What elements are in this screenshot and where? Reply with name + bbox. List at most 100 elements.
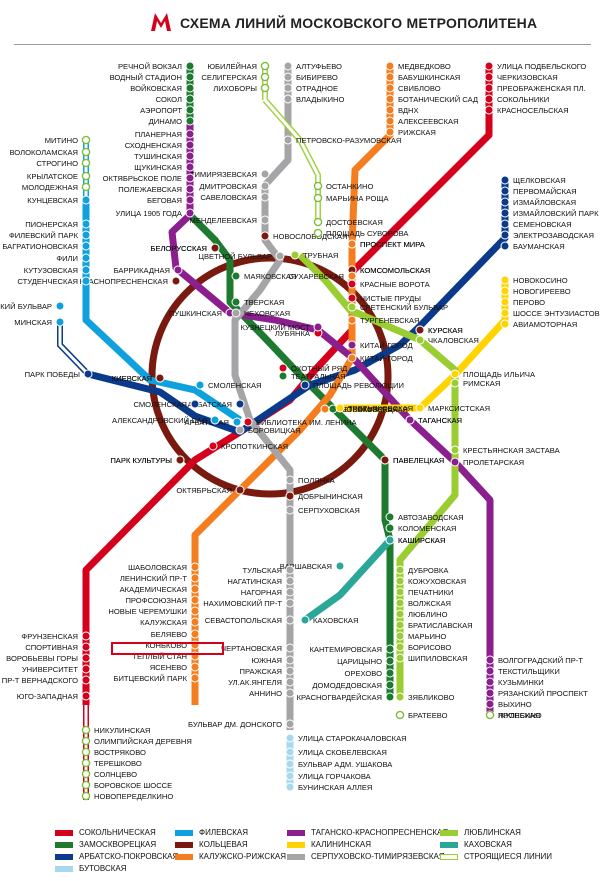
station-node-ser-6[interactable] — [260, 181, 270, 191]
station-node-ser-15[interactable] — [285, 576, 295, 586]
station-node-con-15[interactable] — [81, 758, 91, 768]
station-node-zam-9[interactable] — [278, 371, 288, 381]
station-node-sok-9[interactable] — [278, 363, 288, 373]
station-node-con-12[interactable] — [81, 725, 91, 735]
station-node-tag-0[interactable] — [185, 129, 195, 139]
station-node-zam-2[interactable] — [185, 83, 195, 93]
station-node-but-1[interactable] — [285, 747, 295, 757]
station-node-sok-11[interactable] — [208, 441, 218, 451]
station-node-kal-2[interactable] — [385, 83, 395, 93]
station-node-arb-0[interactable] — [500, 175, 510, 185]
station-node-tag-11[interactable] — [347, 340, 357, 350]
station-node-sok-13[interactable] — [81, 631, 91, 641]
station-node-lub-14[interactable] — [395, 692, 405, 702]
station-node-tag-3[interactable] — [185, 162, 195, 172]
station-node-lub-5[interactable] — [395, 565, 405, 575]
station-node-lub-10[interactable] — [395, 620, 405, 630]
station-node-arb-10[interactable] — [190, 399, 200, 409]
station-node-fil-4[interactable] — [81, 253, 91, 263]
station-node-but-3[interactable] — [285, 771, 295, 781]
station-node-tag-15[interactable] — [485, 666, 495, 676]
station-node-sok-7[interactable] — [347, 293, 357, 303]
station-node-kal-8[interactable] — [347, 271, 357, 281]
station-node-zam-1[interactable] — [185, 72, 195, 82]
station-node-kin-1[interactable] — [500, 286, 510, 296]
station-node-ser-18[interactable] — [285, 615, 295, 625]
station-node-kah-2[interactable] — [300, 615, 310, 625]
station-node-kal-4[interactable] — [385, 105, 395, 115]
station-node-arb-5[interactable] — [500, 230, 510, 240]
station-node-zam-18[interactable] — [385, 680, 395, 690]
station-node-lub-3[interactable] — [450, 378, 460, 388]
station-node-zam-16[interactable] — [385, 656, 395, 666]
station-node-fil-11[interactable] — [55, 301, 65, 311]
station-node-ser-10[interactable] — [231, 308, 241, 318]
station-node-fil-2[interactable] — [81, 230, 91, 240]
station-node-kal-15[interactable] — [190, 595, 200, 605]
station-node-lub-6[interactable] — [395, 576, 405, 586]
station-node-kol-11[interactable] — [210, 243, 220, 253]
station-node-arb-2[interactable] — [500, 197, 510, 207]
station-node-ser-21[interactable] — [285, 666, 295, 676]
station-node-ser-3[interactable] — [283, 94, 293, 104]
station-node-tag-2[interactable] — [185, 151, 195, 161]
station-node-tag-12[interactable] — [405, 415, 415, 425]
station-node-kal-18[interactable] — [190, 629, 200, 639]
station-node-ser-14[interactable] — [285, 565, 295, 575]
station-nodes[interactable] — [55, 61, 510, 801]
station-node-con-1[interactable] — [81, 147, 91, 157]
station-node-zam-8[interactable] — [231, 297, 241, 307]
station-node-sok-15[interactable] — [81, 653, 91, 663]
station-node-tag-5[interactable] — [185, 184, 195, 194]
station-node-kol-5[interactable] — [380, 455, 390, 465]
station-node-fil-10[interactable] — [55, 317, 65, 327]
station-node-but-4[interactable] — [285, 782, 295, 792]
station-node-con-16[interactable] — [81, 769, 91, 779]
station-node-sok-17[interactable] — [81, 675, 91, 685]
station-node-sok-1[interactable] — [484, 72, 494, 82]
station-node-fil-5[interactable] — [81, 265, 91, 275]
station-node-ser-19[interactable] — [285, 643, 295, 653]
station-node-kal-13[interactable] — [190, 573, 200, 583]
station-node-con-18[interactable] — [81, 791, 91, 801]
station-node-lub-12[interactable] — [395, 642, 405, 652]
station-node-con-13[interactable] — [81, 736, 91, 746]
station-node-kah-0[interactable] — [385, 535, 395, 545]
station-node-con-4[interactable] — [81, 182, 91, 192]
station-node-ser-23[interactable] — [285, 688, 295, 698]
station-node-kal-0[interactable] — [385, 61, 395, 71]
station-node-ser-17[interactable] — [285, 598, 295, 608]
station-node-kin-5[interactable] — [450, 369, 460, 379]
station-node-kal-16[interactable] — [190, 606, 200, 616]
station-node-fil-8[interactable] — [232, 417, 242, 427]
station-node-fil-3[interactable] — [81, 241, 91, 251]
station-node-tag-14[interactable] — [485, 655, 495, 665]
station-node-lub-13[interactable] — [395, 653, 405, 663]
station-node-fil-0[interactable] — [81, 195, 91, 205]
station-node-ser-9[interactable] — [275, 251, 285, 261]
station-node-con-3[interactable] — [81, 171, 91, 181]
station-node-tag-17[interactable] — [485, 688, 495, 698]
station-node-kol-10[interactable] — [171, 276, 181, 286]
station-node-kal-11[interactable] — [320, 404, 330, 414]
station-node-zam-4[interactable] — [185, 105, 195, 115]
station-node-zam-5[interactable] — [185, 116, 195, 126]
station-node-zam-15[interactable] — [385, 644, 395, 654]
station-node-tag-10[interactable] — [313, 322, 323, 332]
station-node-con-2[interactable] — [81, 158, 91, 168]
station-node-kal-6[interactable] — [385, 127, 395, 137]
station-node-ser-24[interactable] — [285, 719, 295, 729]
station-node-zam-13[interactable] — [385, 523, 395, 533]
station-node-kol-3[interactable] — [415, 325, 425, 335]
station-node-lub-1[interactable] — [347, 302, 357, 312]
station-node-ser-7[interactable] — [260, 192, 270, 202]
station-node-lub-4[interactable] — [450, 445, 460, 455]
station-node-ser-22[interactable] — [285, 677, 295, 687]
station-node-con-17[interactable] — [81, 780, 91, 790]
station-node-tag-13[interactable] — [450, 457, 460, 467]
station-node-con-5[interactable] — [260, 61, 270, 71]
station-node-sok-14[interactable] — [81, 642, 91, 652]
station-node-con-14[interactable] — [81, 747, 91, 757]
station-node-arb-12[interactable] — [83, 369, 93, 379]
